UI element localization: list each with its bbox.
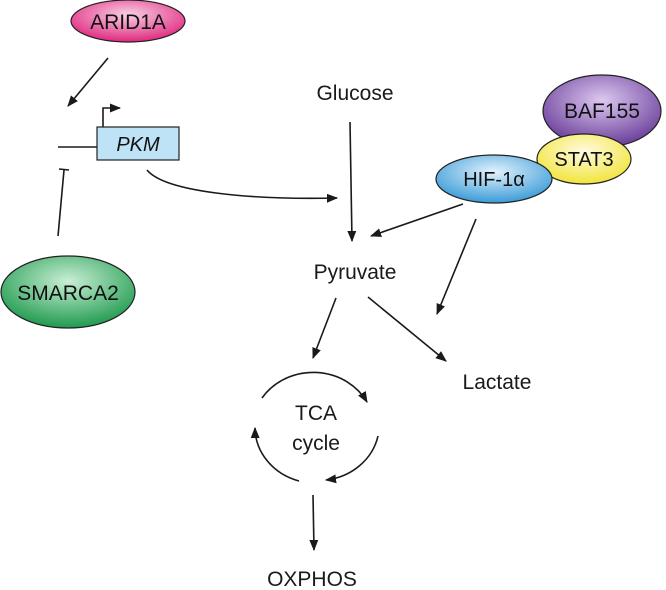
tca-to-oxphos-arrow — [309, 494, 319, 552]
pyruvate-to-lactate-arrow — [367, 296, 447, 362]
arid1a-activation-arrow — [67, 57, 109, 107]
hif1a-to-pyruvate-arrow — [369, 203, 464, 237]
stat3-node: STAT3 — [536, 133, 632, 185]
pkm-to-glycolysis-arrow — [146, 169, 339, 203]
pyruvate-to-tca-arrow — [312, 297, 337, 360]
inhibition-bar — [58, 168, 70, 171]
tca-label-line2: cycle — [292, 432, 340, 455]
pkm-gene-box: PKM — [96, 126, 180, 161]
tca-cycle-arrows — [250, 371, 379, 484]
pyruvate-label: Pyruvate — [314, 261, 397, 284]
tca-label-line1: TCA — [295, 402, 337, 425]
pkm-label: PKM — [116, 134, 160, 156]
smarca2-label: SMARCA2 — [17, 282, 119, 305]
glucose-label: Glucose — [316, 82, 393, 105]
lactate-label: Lactate — [463, 371, 532, 394]
promoter-arrow — [102, 103, 122, 127]
baf155-label: BAF155 — [564, 100, 640, 123]
hif1a-to-lactate-arrow — [436, 218, 477, 316]
smarca2-inhibition-line — [57, 169, 65, 237]
smarca2-node: SMARCA2 — [0, 255, 136, 329]
hif1a-node: HIF-1α — [435, 154, 553, 204]
glucose-to-pyruvate-arrow — [347, 121, 357, 243]
stat3-label: STAT3 — [554, 149, 613, 171]
arid1a-node: ARID1A — [70, 0, 186, 43]
oxphos-label: OXPHOS — [267, 568, 357, 590]
arid1a-label: ARID1A — [90, 11, 166, 34]
hif1a-label: HIF-1α — [463, 169, 525, 191]
